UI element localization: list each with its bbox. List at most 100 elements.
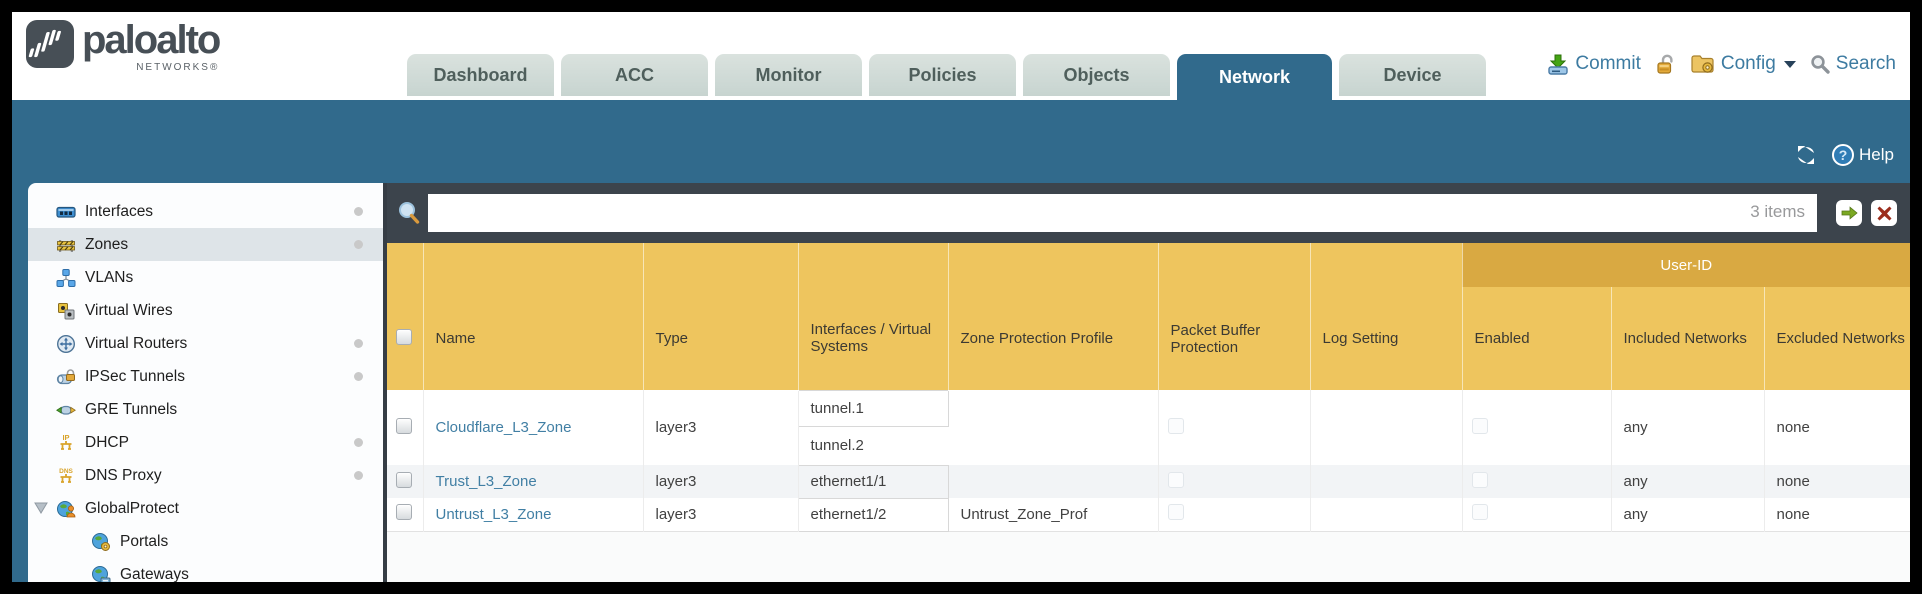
config-label: Config [1720,53,1776,74]
virtual-routers-icon [56,334,76,353]
sidebar-item-dns-proxy[interactable]: DNS DNS Proxy [28,459,383,492]
sidebar-item-interfaces[interactable]: Interfaces [28,195,383,228]
search-button[interactable]: Search [1810,53,1896,75]
col-header-excluded-networks[interactable]: Excluded Networks [1764,287,1910,390]
svg-text:IP: IP [62,433,69,442]
apply-filter-button[interactable] [1836,200,1862,226]
refresh-button[interactable] [1793,143,1819,167]
user-id-group-header: User-ID [1462,243,1910,287]
sidebar-item-label: VLANs [85,268,134,286]
excluded-networks-cell: none [1764,498,1910,531]
sidebar-item-zones[interactable]: Zones [28,228,383,261]
status-dot [354,471,363,480]
logo-word: paloalto [82,18,221,62]
sidebar-item-gateways[interactable]: Gateways [28,558,383,582]
tab-dashboard[interactable]: Dashboard [407,54,554,96]
sidebar-item-label: GRE Tunnels [85,400,178,418]
excluded-networks-cell: none [1764,390,1910,465]
config-icon [1691,55,1714,73]
tab-device[interactable]: Device [1339,54,1486,96]
commit-icon [1548,54,1569,75]
column-header-row: Name Type Interfaces / Virtual Systems Z… [387,287,1910,390]
help-button[interactable]: ? Help [1831,143,1894,167]
top-bar: paloalto NETWORKS® Dashboard ACC Monitor… [12,12,1910,100]
sidebar-item-ipsec-tunnels[interactable]: IPSec Tunnels [28,360,383,393]
sidebar-item-label: GlobalProtect [85,499,179,517]
sidebar-item-label: Virtual Wires [85,301,173,319]
globalprotect-icon [57,500,76,517]
col-header-enabled[interactable]: Enabled [1462,287,1612,390]
row-checkbox[interactable] [396,504,412,521]
interfaces-icon [56,206,76,218]
col-header-type[interactable]: Type [643,287,799,390]
sidebar-item-label: Portals [120,532,169,550]
zone-type-cell: layer3 [643,390,799,465]
sidebar-item-globalprotect[interactable]: GlobalProtect [28,492,383,525]
zone-name-link[interactable]: Cloudflare_L3_Zone [435,419,572,436]
interface-cell: tunnel.1 [797,389,949,427]
sidebar-item-portals[interactable]: Portals [28,525,383,558]
interface-cell: ethernet1/1 [797,464,949,499]
col-header-zone-protection-profile[interactable]: Zone Protection Profile [948,287,1159,390]
portals-icon [92,532,110,551]
sidebar-item-label: Virtual Routers [85,334,188,352]
virtual-wires-icon [58,302,75,319]
commit-button[interactable]: Commit [1546,52,1641,76]
sidebar-item-virtual-routers[interactable]: Virtual Routers [28,327,383,360]
search-label: Search [1835,53,1896,74]
network-sidebar: Interfaces Zones VLANs [28,183,383,582]
col-header-log-setting[interactable]: Log Setting [1310,287,1463,390]
sidebar-item-vlans[interactable]: VLANs [28,261,383,294]
tab-policies[interactable]: Policies [869,54,1016,96]
tab-monitor[interactable]: Monitor [715,54,862,96]
paloalto-logo-mark [26,20,74,68]
status-dot [354,207,363,216]
user-id-enabled-checkbox [1471,417,1488,434]
tab-network[interactable]: Network [1177,54,1332,100]
log-setting-cell [1310,498,1463,531]
zones-content: 3 items [383,183,1910,582]
zone-protection-cell [948,465,1159,498]
sidebar-item-gre-tunnels[interactable]: GRE Tunnels [28,393,383,426]
excluded-networks-cell: none [1764,465,1910,498]
interface-cell: tunnel.2 [797,425,948,466]
status-dot [354,339,363,348]
sidebar-item-label: DHCP [85,433,129,451]
interface-cell: ethernet1/2 [797,497,949,532]
config-menu-button[interactable]: Config [1690,52,1796,76]
tab-acc[interactable]: ACC [561,54,708,96]
col-header-interfaces[interactable]: Interfaces / Virtual Systems [798,287,949,390]
zone-protection-cell [948,390,1159,465]
zone-name-link[interactable]: Untrust_L3_Zone [435,505,552,523]
filter-bar: 3 items [387,183,1910,243]
magnifier-icon[interactable] [396,200,422,226]
col-header-packet-buffer-protection[interactable]: Packet Buffer Protection [1158,287,1311,390]
tab-objects[interactable]: Objects [1023,54,1170,96]
sidebar-item-virtual-wires[interactable]: Virtual Wires [28,294,383,327]
sidebar-item-dhcp[interactable]: IP DHCP [28,426,383,459]
zone-type-cell: layer3 [643,498,799,531]
top-toolbar: Commit Config [1546,52,1896,76]
zone-name-link[interactable]: Trust_L3_Zone [435,473,537,490]
filter-input[interactable] [428,194,1817,232]
col-header-name[interactable]: Name [423,287,644,390]
clear-filter-button[interactable] [1871,200,1897,226]
packet-buffer-checkbox [1167,471,1184,488]
packet-buffer-checkbox [1167,417,1184,434]
row-checkbox[interactable] [396,471,412,488]
config-caret-icon [1783,60,1796,68]
sidebar-item-label: DNS Proxy [85,466,162,484]
lock-button[interactable] [1655,53,1676,75]
col-header-included-networks[interactable]: Included Networks [1611,287,1765,390]
status-dot [354,438,363,447]
select-all-checkbox[interactable] [396,328,412,345]
included-networks-cell: any [1611,465,1765,498]
zones-table: User-ID Name Type Interfaces / Virtual S… [387,243,1910,532]
row-checkbox[interactable] [396,417,412,434]
expander-icon[interactable] [34,502,48,515]
vlans-icon [56,268,76,287]
included-networks-cell: any [1611,498,1765,531]
status-dot [354,240,363,249]
paloalto-logo: paloalto NETWORKS® [26,18,221,73]
